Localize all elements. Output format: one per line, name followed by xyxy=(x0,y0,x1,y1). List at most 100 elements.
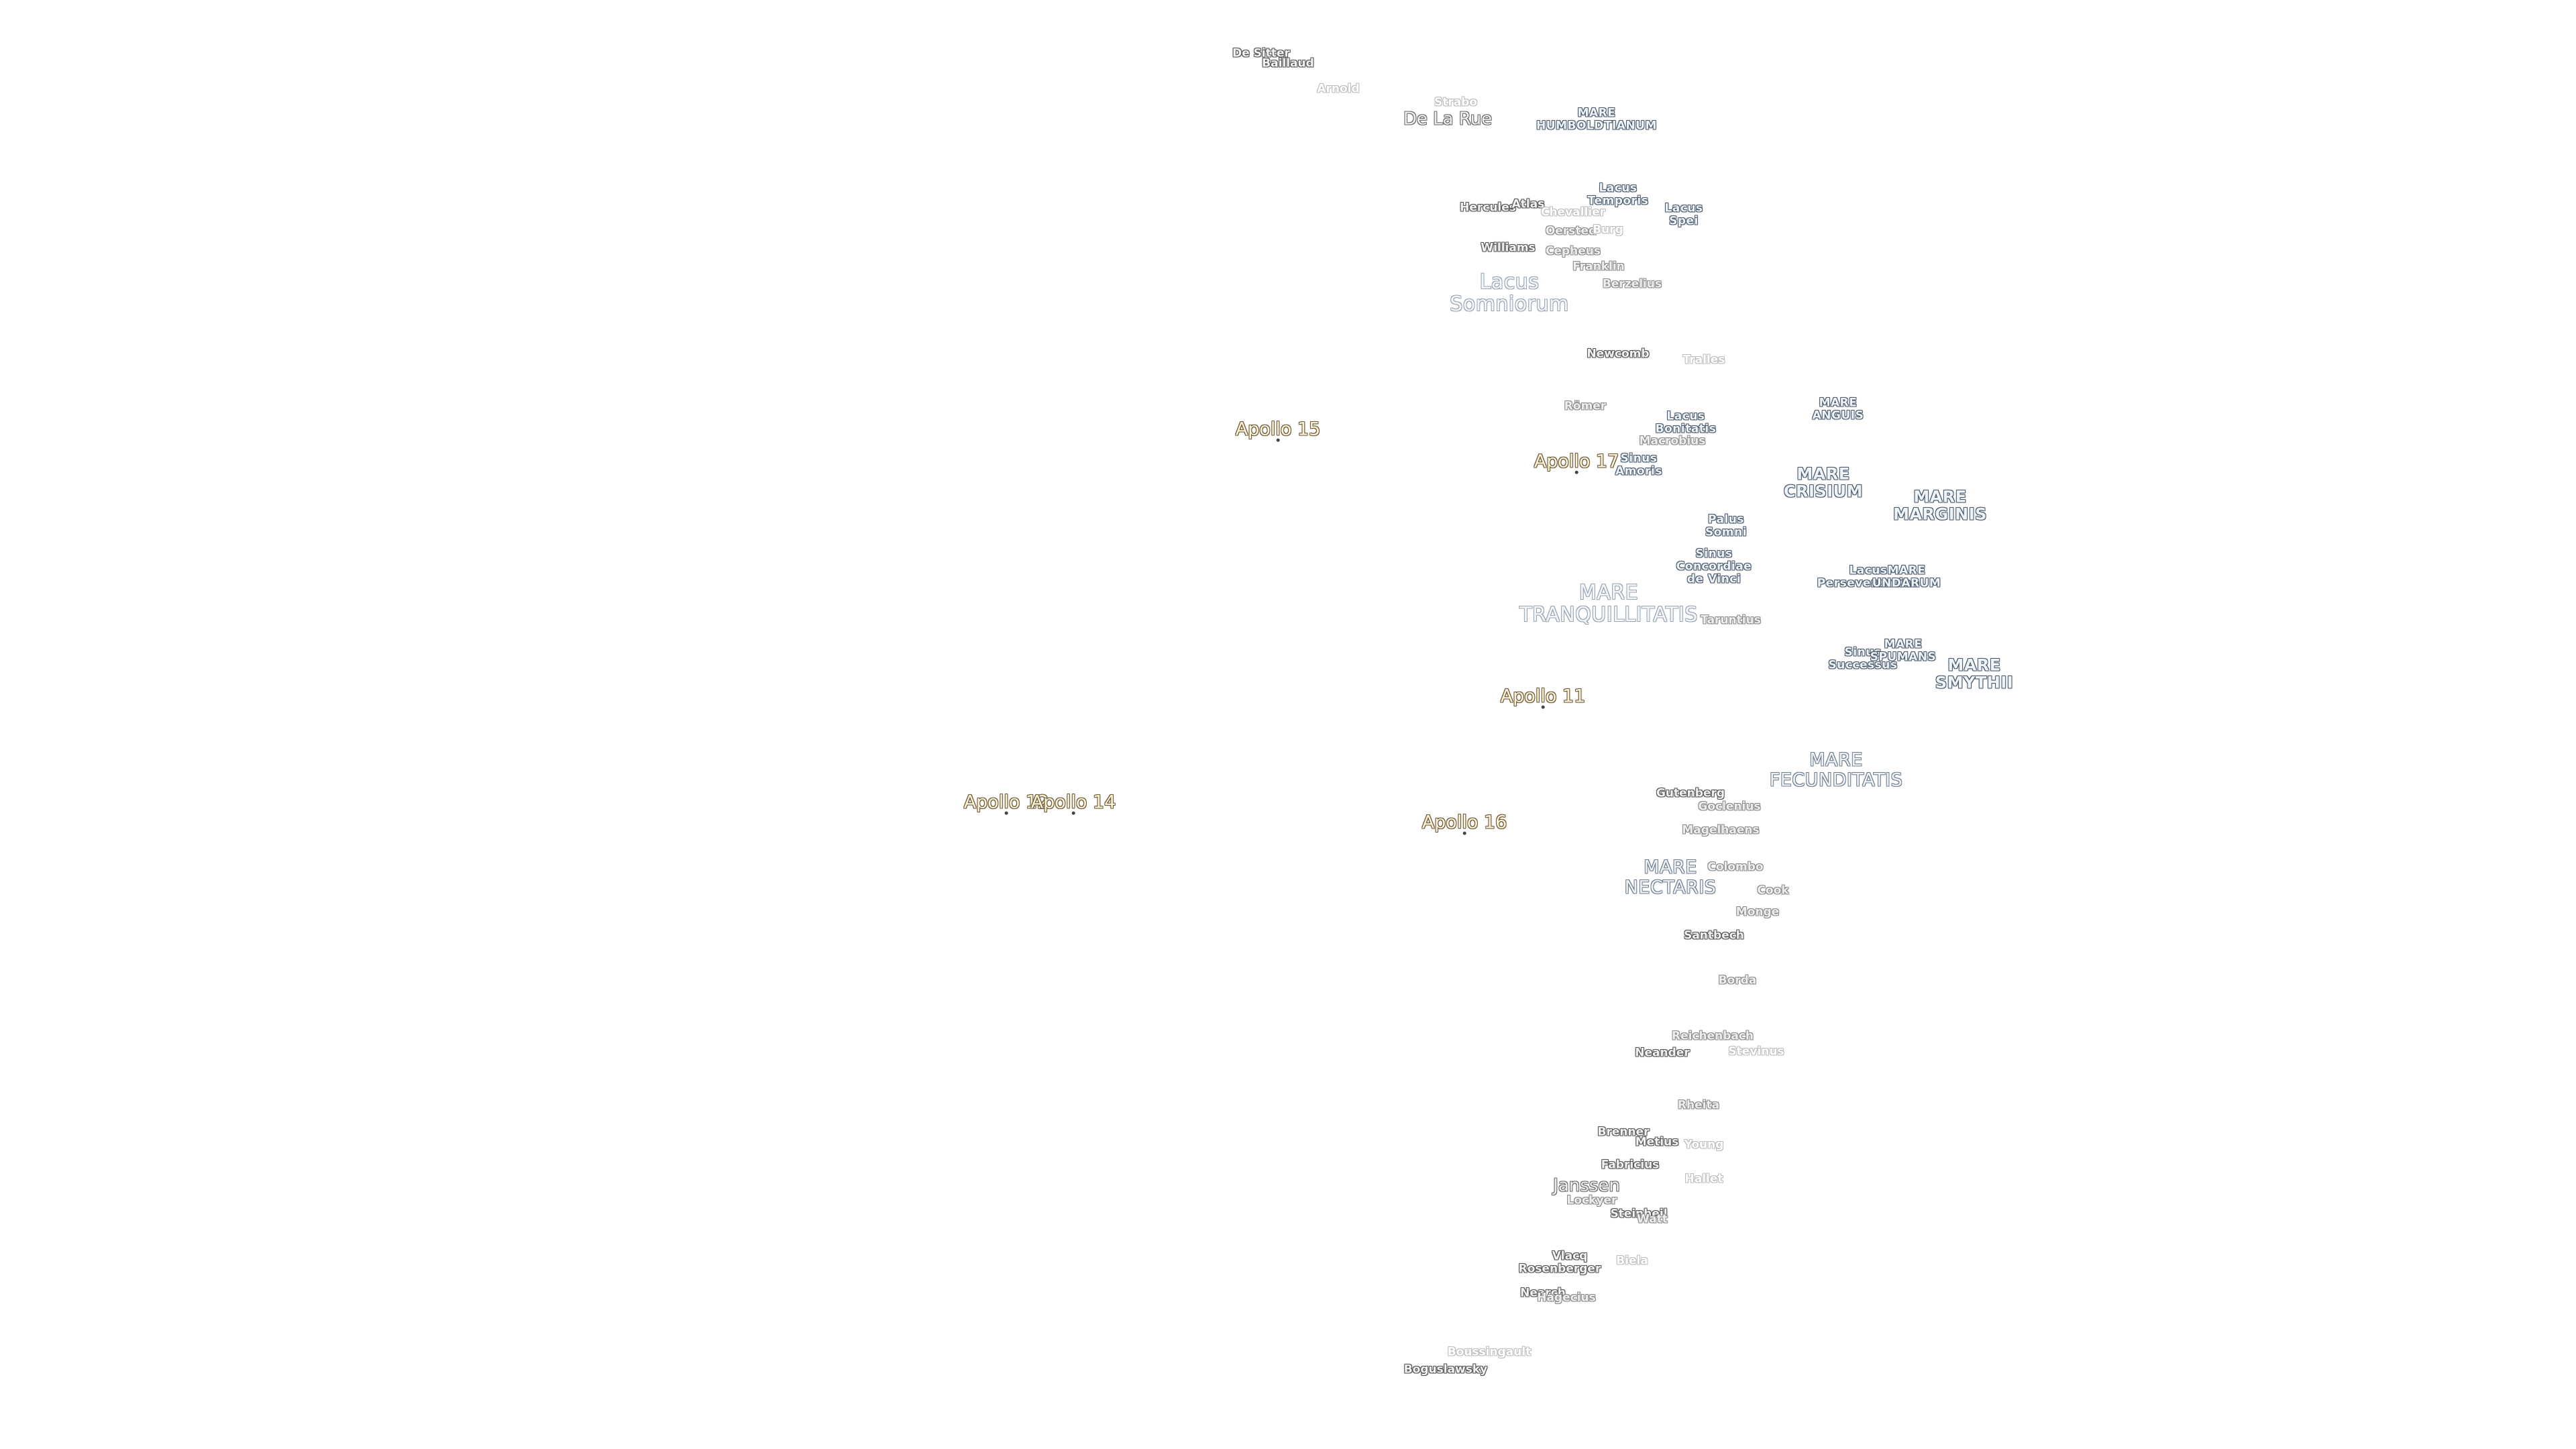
craters-label-taruntius[interactable]: Taruntius xyxy=(1701,614,1761,627)
craters-label-watt[interactable]: Watt xyxy=(1637,1213,1668,1226)
label-text: Palus Somni xyxy=(1705,513,1748,539)
label-text: Lacus Bonitatis xyxy=(1655,409,1717,435)
label-text: Santbech xyxy=(1684,928,1744,943)
label-text: Taruntius xyxy=(1701,613,1761,627)
craters-label-burg[interactable]: Burg xyxy=(1593,223,1623,237)
craters-label-colombo[interactable]: Colombo xyxy=(1707,861,1763,874)
maria-label-sinus-da-vinci[interactable]: de Vinci xyxy=(1687,573,1741,586)
craters-label-gutenberg[interactable]: Gutenberg xyxy=(1656,786,1725,800)
craters-label-williams[interactable]: Williams xyxy=(1481,241,1535,255)
landing-site-marker-icon xyxy=(1574,470,1578,474)
maria-label-mare-crisium[interactable]: MARE CRISIUM xyxy=(1784,465,1863,501)
label-text: Hercules xyxy=(1460,201,1516,215)
craters-label-franklin[interactable]: Franklin xyxy=(1572,260,1625,274)
craters-label-de-la-rue[interactable]: De La Rue xyxy=(1403,109,1492,129)
label-text: Newcomb xyxy=(1587,347,1650,361)
craters-label-metius[interactable]: Metius xyxy=(1635,1136,1679,1149)
apollo-site-apollo-16[interactable]: Apollo 16 xyxy=(1421,812,1507,835)
label-text: Reichenbach xyxy=(1671,1029,1754,1043)
craters-label-macrobius[interactable]: Macrobius xyxy=(1640,435,1706,448)
maria-label-mare-anguis[interactable]: MARE ANGUIS xyxy=(1813,396,1864,421)
maria-label-mare-nectaris[interactable]: MARE NECTARIS xyxy=(1625,857,1717,897)
label-text: Rosenberger xyxy=(1518,1262,1601,1276)
maria-label-lacus-bonitatis[interactable]: Lacus Bonitatis xyxy=(1656,410,1717,435)
apollo-site-apollo-14[interactable]: Apollo 14 xyxy=(1031,792,1116,815)
maria-label-mare-marginis[interactable]: MARE MARGINIS xyxy=(1893,488,1987,524)
craters-label-cook[interactable]: Cook xyxy=(1757,883,1789,898)
craters-label-halley[interactable]: Hallet xyxy=(1684,1173,1723,1186)
craters-label-baillaud[interactable]: Baillaud xyxy=(1262,57,1314,70)
craters-label-fabricius[interactable]: Fabricius xyxy=(1601,1159,1660,1172)
label-text: Gutenberg xyxy=(1656,786,1725,800)
craters-label-lockyer[interactable]: Lockyer xyxy=(1566,1193,1617,1208)
maria-label-lacus-temporis[interactable]: Lacus Temporis xyxy=(1588,182,1649,207)
label-text: Cook xyxy=(1757,883,1789,898)
maria-label-lacus-somniorum[interactable]: Lacus Somniorum xyxy=(1450,271,1568,315)
apollo-site-apollo-17[interactable]: Apollo 17 xyxy=(1534,451,1619,474)
craters-label-goclenius[interactable]: Goclenius xyxy=(1698,800,1760,814)
label-text: Steinheil xyxy=(1610,1207,1668,1221)
label-text: Sinus Concordiae xyxy=(1676,547,1752,573)
label-text: Lockyer xyxy=(1566,1193,1617,1208)
craters-label-janssen[interactable]: Janssen xyxy=(1553,1175,1620,1196)
label-text: Atlas xyxy=(1511,197,1545,211)
craters-label-chevallier[interactable]: Chevallier xyxy=(1541,206,1605,219)
craters-label-newcomb[interactable]: Newcomb xyxy=(1587,347,1650,361)
label-text: Franklin xyxy=(1572,260,1625,274)
landing-site-marker-icon xyxy=(1462,831,1466,835)
maria-label-mare-undarum[interactable]: MARE UNDARUM xyxy=(1872,564,1941,589)
label-text: Colombo xyxy=(1707,860,1764,874)
craters-label-arnold[interactable]: Arnold xyxy=(1317,83,1359,96)
label-text: Apollo 16 xyxy=(1421,812,1507,833)
maria-label-palus-somni[interactable]: Palus Somni xyxy=(1705,513,1747,538)
craters-label-vlacq[interactable]: Vlacq xyxy=(1552,1250,1588,1263)
craters-label-biela[interactable]: Biela xyxy=(1616,1254,1648,1268)
label-text: Janssen xyxy=(1553,1175,1620,1196)
maria-label-mare-spumans[interactable]: MARE SPUMANS xyxy=(1870,638,1937,663)
maria-label-lacus-spei[interactable]: Lacus Spei xyxy=(1664,202,1703,227)
craters-label-hercules[interactable]: Hercules xyxy=(1460,201,1516,215)
label-text: Lacus Temporis xyxy=(1587,181,1649,207)
craters-label-cepheus[interactable]: Cepheus xyxy=(1546,245,1601,258)
label-text: MARE ANGUIS xyxy=(1812,396,1864,422)
craters-label-nearch[interactable]: Nearch xyxy=(1520,1287,1566,1300)
craters-label-hagecius[interactable]: Hagecius xyxy=(1537,1291,1596,1305)
craters-label-rosenberger[interactable]: Rosenberger xyxy=(1519,1263,1601,1276)
craters-label-de-sitter[interactable]: De Sitter xyxy=(1232,47,1290,60)
label-text: Apollo 15 xyxy=(1235,419,1321,440)
maria-label-mare-smythii[interactable]: MARE SMYTHII xyxy=(1935,656,2013,692)
maria-label-mare-fecunditatis[interactable]: MARE FECUNDITATIS xyxy=(1770,750,1903,790)
apollo-site-apollo-15[interactable]: Apollo 15 xyxy=(1235,419,1321,442)
craters-label-magelhaens[interactable]: Magelhaens xyxy=(1682,824,1759,837)
craters-label-oersted[interactable]: Oersted xyxy=(1546,225,1597,238)
craters-label-borda[interactable]: Borda xyxy=(1719,974,1757,987)
craters-label-brenner[interactable]: Brenner xyxy=(1598,1126,1650,1139)
maria-label-sinus-successus[interactable]: Sinus Successus xyxy=(1829,646,1898,671)
craters-label-steinheil[interactable]: Steinheil xyxy=(1610,1208,1667,1221)
craters-label-boussingault[interactable]: Boussingault xyxy=(1448,1346,1532,1359)
label-text: Strabo xyxy=(1434,95,1478,109)
maria-label-lacus-perseverantiae[interactable]: Lacus Perseverantiae xyxy=(1817,564,1920,589)
label-text: Fabricius xyxy=(1601,1158,1660,1172)
craters-label-atlas[interactable]: Atlas xyxy=(1511,197,1545,211)
apollo-site-apollo-12[interactable]: Apollo 12 xyxy=(964,792,1049,815)
label-text: Arnold xyxy=(1317,82,1360,96)
craters-label-monge[interactable]: Monge xyxy=(1736,906,1779,919)
craters-label-neander[interactable]: Neander xyxy=(1635,1046,1689,1060)
craters-label-romer[interactable]: Römer xyxy=(1564,400,1606,413)
craters-label-berzelius[interactable]: Berzelius xyxy=(1603,278,1662,291)
craters-label-young[interactable]: Young xyxy=(1684,1138,1724,1152)
craters-label-rheita[interactable]: Rheita xyxy=(1678,1099,1719,1112)
maria-label-mare-tranquillitatis[interactable]: MARE TRANQUILLITATIS xyxy=(1519,582,1698,626)
maria-label-sinus-amoris[interactable]: Sinus Amoris xyxy=(1615,452,1662,477)
craters-label-santbech[interactable]: Santbech xyxy=(1684,928,1744,943)
craters-label-boguslawsky[interactable]: Boguslawsky xyxy=(1404,1363,1488,1377)
craters-label-stevinus[interactable]: Stevinus xyxy=(1728,1045,1784,1059)
maria-label-sinus-concordiae[interactable]: Sinus Concordiae xyxy=(1676,547,1752,572)
craters-label-tralles[interactable]: Tralles xyxy=(1683,354,1725,367)
craters-label-reichenbach[interactable]: Reichenbach xyxy=(1672,1030,1754,1043)
maria-label-mare-humboldtianum[interactable]: MARE HUMBOLDTIANUM xyxy=(1536,107,1657,131)
apollo-site-apollo-11[interactable]: Apollo 11 xyxy=(1501,686,1585,709)
craters-label-strabo[interactable]: Strabo xyxy=(1434,95,1478,109)
